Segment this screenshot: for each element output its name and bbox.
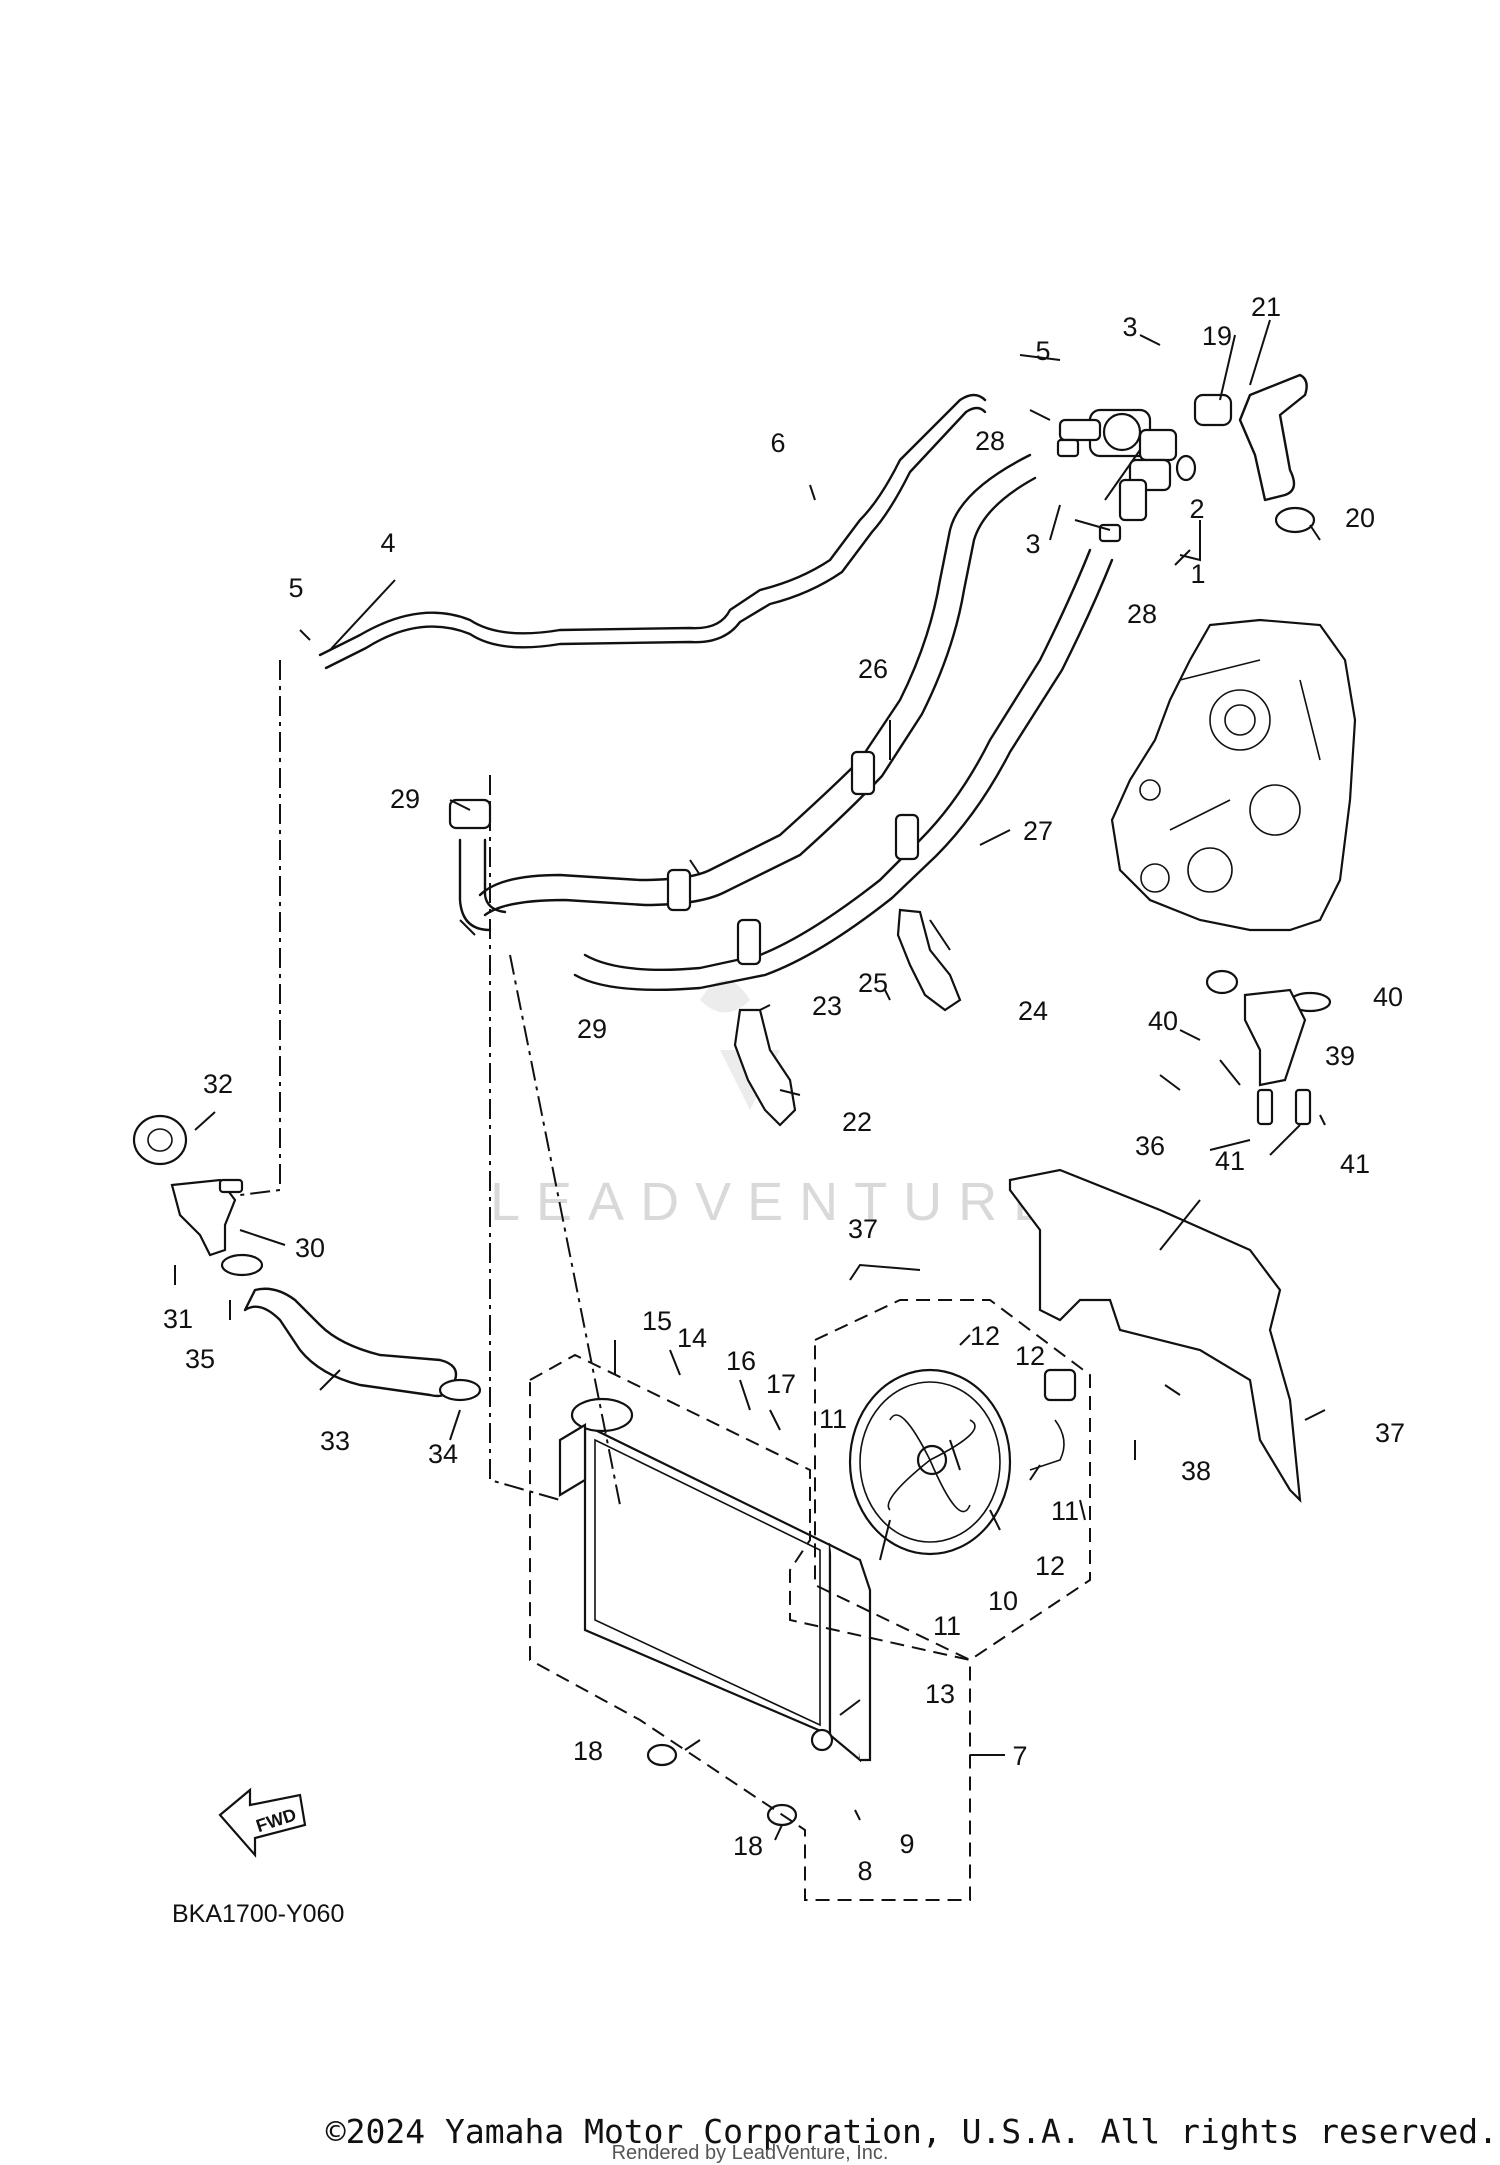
callout-37a: 37 xyxy=(848,1214,878,1244)
callout-27: 27 xyxy=(1023,816,1053,846)
callout-11b: 11 xyxy=(1051,1496,1079,1526)
callout-11c: 11 xyxy=(933,1611,961,1641)
clamp-22 xyxy=(733,1008,797,1127)
callout-8: 8 xyxy=(857,1856,872,1886)
callout-15: 15 xyxy=(642,1306,672,1336)
hose-26-upper xyxy=(478,453,1037,917)
callout-3b: 3 xyxy=(1025,529,1040,559)
hose-21 xyxy=(1238,373,1308,502)
callout-18a: 18 xyxy=(573,1736,603,1766)
callout-31: 31 xyxy=(163,1304,193,1334)
callout-labels: 1 2 3 3 4 5 5 6 7 8 9 10 11 11 11 11 12 … xyxy=(163,292,1405,1886)
callout-6: 6 xyxy=(770,428,785,458)
fwd-arrow: FWD xyxy=(218,1787,307,1858)
reference-code: BKA1700-Y060 xyxy=(172,1900,344,1928)
outlet-pipe-39 xyxy=(1205,969,1332,1126)
fan-10 xyxy=(848,1368,1077,1556)
callout-12c: 12 xyxy=(1035,1551,1065,1581)
callout-28b: 28 xyxy=(1127,599,1157,629)
crankcase-cover xyxy=(1110,618,1357,932)
callout-24: 24 xyxy=(1018,996,1048,1026)
callout-25: 25 xyxy=(858,968,888,998)
group-box-fan xyxy=(814,1299,1091,1662)
callout-10: 10 xyxy=(988,1586,1018,1616)
callout-18b: 18 xyxy=(733,1831,763,1861)
callout-13: 13 xyxy=(925,1679,955,1709)
hose-4-breather xyxy=(318,393,987,670)
radiator xyxy=(558,1397,872,1827)
callout-41b: 41 xyxy=(1340,1149,1370,1179)
callout-29b: 29 xyxy=(577,1014,607,1044)
callout-20: 20 xyxy=(1345,503,1375,533)
callout-19: 19 xyxy=(1202,321,1232,351)
callout-33: 33 xyxy=(320,1426,350,1456)
filler-neck-30 xyxy=(170,1178,264,1277)
callout-35: 35 xyxy=(185,1344,215,1374)
callout-5b: 5 xyxy=(288,573,303,603)
callout-40b: 40 xyxy=(1373,982,1403,1012)
callout-12b: 12 xyxy=(1015,1341,1045,1371)
callout-17: 17 xyxy=(766,1369,796,1399)
callout-34: 34 xyxy=(428,1439,458,1469)
callout-37b: 37 xyxy=(1375,1418,1405,1448)
callout-9: 9 xyxy=(899,1829,914,1859)
callout-32: 32 xyxy=(203,1069,233,1099)
callout-38: 38 xyxy=(1181,1456,1211,1486)
clamp-24 xyxy=(896,908,962,1012)
callout-3a: 3 xyxy=(1122,312,1137,342)
callout-23: 23 xyxy=(812,991,842,1021)
callout-5a: 5 xyxy=(1035,336,1050,366)
callout-29a: 29 xyxy=(390,784,420,814)
callout-12a: 12 xyxy=(970,1321,1000,1351)
watermark-text: LEADVENTURE xyxy=(490,1172,1065,1232)
copyright-notice: ©2024 Yamaha Motor Corporation, U.S.A. A… xyxy=(0,2112,1500,2151)
leader-lines xyxy=(174,319,1326,1841)
callout-28a: 28 xyxy=(975,426,1005,456)
shroud-36 xyxy=(1008,1168,1302,1503)
group-box-7 xyxy=(529,1353,971,1901)
radiator-cap-32 xyxy=(132,1114,188,1166)
callout-2: 2 xyxy=(1189,494,1204,524)
rendered-by-notice: Rendered by LeadVenture, Inc. xyxy=(611,2142,889,2164)
callout-40a: 40 xyxy=(1148,1006,1178,1036)
callout-22: 22 xyxy=(842,1107,872,1137)
callout-26: 26 xyxy=(858,654,888,684)
callout-30: 30 xyxy=(295,1233,325,1263)
copyright-text: ©2024 Yamaha Motor Corporation, U.S.A. A… xyxy=(325,2112,1498,2151)
hose-29-elbow xyxy=(458,838,492,932)
callout-21: 21 xyxy=(1251,292,1281,322)
hose-27-lower xyxy=(573,548,1114,992)
thermostat-assembly xyxy=(1056,393,1316,543)
callout-16: 16 xyxy=(726,1346,756,1376)
hose-joints xyxy=(666,750,920,966)
hose-33 xyxy=(243,1287,458,1398)
callout-7: 7 xyxy=(1012,1741,1027,1771)
callout-11a: 11 xyxy=(819,1404,847,1434)
callout-4: 4 xyxy=(380,528,395,558)
callout-1: 1 xyxy=(1190,559,1205,589)
callout-41a: 41 xyxy=(1215,1146,1245,1176)
callout-14: 14 xyxy=(677,1323,707,1353)
callout-36: 36 xyxy=(1135,1131,1165,1161)
callout-39: 39 xyxy=(1325,1041,1355,1071)
